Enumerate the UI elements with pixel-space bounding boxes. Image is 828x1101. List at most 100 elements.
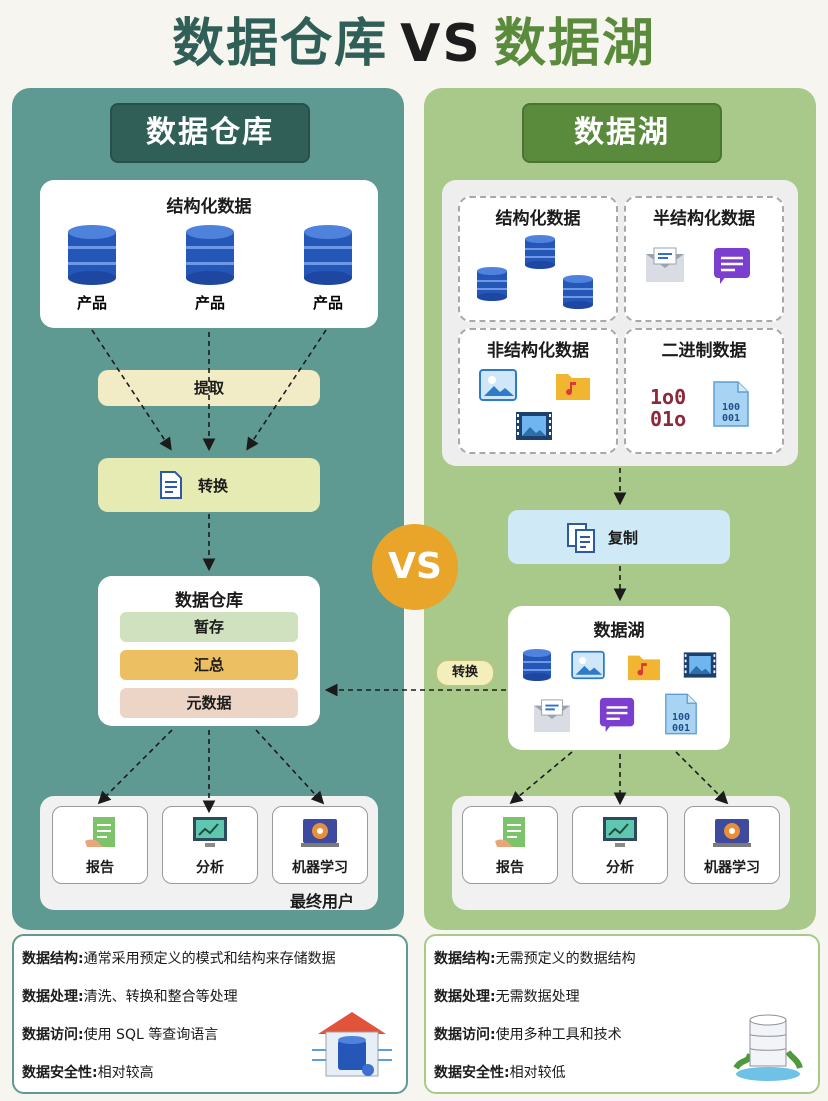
info-key: 数据处理 [434, 989, 490, 1005]
file-row: 100 [671, 712, 691, 723]
title-warehouse: 数据仓库 [172, 14, 389, 74]
report-card[interactable]: 报告 [52, 806, 148, 884]
info-value: 使用多种工具和技术 [495, 1027, 622, 1043]
copy-document-icon [566, 522, 596, 558]
chat-icon [712, 246, 752, 290]
semi-structured-title: 半结构化数据 [653, 209, 755, 229]
info-line: 数据结构:通常采用预定义的模式和结构来存储数据 [22, 951, 336, 967]
binary-title: 二进制数据 [661, 341, 747, 361]
info-value: 相对较高 [97, 1065, 154, 1081]
product-label: 产品 [76, 294, 107, 312]
image-icon [478, 368, 518, 406]
lake-info-box: 数据结构:无需预定义的数据结构 数据处理:无需数据处理 数据访问:使用多种工具和… [424, 934, 820, 1094]
report-card[interactable]: 报告 [462, 806, 558, 884]
ai-brain-icon [711, 815, 753, 855]
report-icon [493, 815, 529, 857]
info-line: 数据安全性:相对较低 [434, 1065, 566, 1081]
music-folder-icon [626, 650, 662, 686]
database-icon [524, 234, 556, 274]
info-value: 无需数据处理 [495, 989, 580, 1005]
metadata-layer: 元数据 [120, 688, 298, 718]
info-line: 数据处理:清洗、转换和整合等处理 [22, 989, 238, 1005]
db-shape [68, 225, 116, 285]
info-line: 数据结构:无需预定义的数据结构 [434, 951, 636, 967]
machine-learning-label: 机器学习 [704, 860, 760, 876]
info-key: 数据访问 [22, 1027, 78, 1043]
report-label: 报告 [496, 860, 524, 876]
database-icon [184, 224, 236, 290]
transform-pill: 转换 [436, 660, 494, 686]
image-icon [570, 650, 606, 684]
machine-learning-label: 机器学习 [292, 860, 348, 876]
info-key: 数据安全性 [434, 1065, 504, 1081]
info-value: 相对较低 [509, 1065, 566, 1081]
lake-database-icon [732, 1008, 804, 1086]
copy-label: 复制 [608, 529, 639, 547]
database-icon [522, 648, 552, 686]
info-key: 数据结构 [434, 951, 490, 967]
analysis-card[interactable]: 分析 [572, 806, 668, 884]
monitor-chart-icon [191, 815, 229, 855]
report-icon [83, 815, 119, 857]
lake-title: 数据湖 [593, 621, 645, 641]
lake-header: 数据湖 [522, 103, 722, 163]
file-row: 001 [671, 723, 691, 734]
analysis-card[interactable]: 分析 [162, 806, 258, 884]
machine-learning-card[interactable]: 机器学习 [272, 806, 368, 884]
video-icon [514, 410, 554, 446]
warehouse-building-icon [310, 1006, 394, 1084]
info-key: 数据处理 [22, 989, 78, 1005]
music-folder-icon [554, 368, 592, 406]
title-lake: 数据湖 [493, 14, 656, 74]
info-key: 数据安全性 [22, 1065, 92, 1081]
end-users-label: 最终用户 [290, 892, 355, 911]
report-label: 报告 [86, 860, 114, 876]
unstructured-title: 非结构化数据 [487, 341, 589, 361]
transform-label: 转换 [198, 477, 229, 495]
database-icon [476, 266, 508, 306]
info-value: 清洗、转换和整合等处理 [83, 989, 238, 1005]
summary-layer: 汇总 [120, 650, 298, 680]
info-value: 无需预定义的数据结构 [495, 951, 636, 967]
ai-brain-icon [299, 815, 341, 855]
info-key: 数据结构 [22, 951, 78, 967]
warehouse-title: 数据仓库 [175, 591, 243, 611]
file-row: 100 [721, 402, 741, 413]
structured-title: 结构化数据 [495, 209, 581, 229]
info-key: 数据访问 [434, 1027, 490, 1043]
database-icon [302, 224, 354, 290]
document-icon [158, 470, 184, 504]
machine-learning-card[interactable]: 机器学习 [684, 806, 780, 884]
title-vs: VS [400, 14, 482, 74]
binary-box: 二进制数据 [624, 328, 784, 454]
copy-step: 复制 [508, 510, 730, 564]
info-line: 数据安全性:相对较高 [22, 1065, 154, 1081]
file-row: 001 [721, 413, 741, 424]
product-label: 产品 [312, 294, 343, 312]
chat-icon [598, 696, 636, 738]
vs-badge: VS [372, 524, 458, 610]
product-label: 产品 [194, 294, 225, 312]
database-icon [66, 224, 118, 290]
info-value: 使用 SQL 等查询语言 [83, 1027, 219, 1043]
info-line: 数据访问:使用多种工具和技术 [434, 1027, 622, 1043]
video-icon [682, 650, 718, 684]
staging-layer: 暂存 [120, 612, 298, 642]
analysis-label: 分析 [196, 860, 224, 876]
mail-icon [532, 698, 572, 738]
mail-icon [644, 246, 686, 288]
info-line: 数据访问:使用 SQL 等查询语言 [22, 1027, 219, 1043]
binary-text: 1o0 01o [650, 386, 686, 430]
database-icon [562, 274, 594, 314]
warehouse-info-box: 数据结构:通常采用预定义的模式和结构来存储数据 数据处理:清洗、转换和整合等处理… [12, 934, 408, 1094]
analysis-label: 分析 [606, 860, 634, 876]
info-value: 通常采用预定义的模式和结构来存储数据 [83, 951, 336, 967]
transform-step: 转换 [98, 458, 320, 512]
binary-row: 01o [650, 407, 687, 431]
